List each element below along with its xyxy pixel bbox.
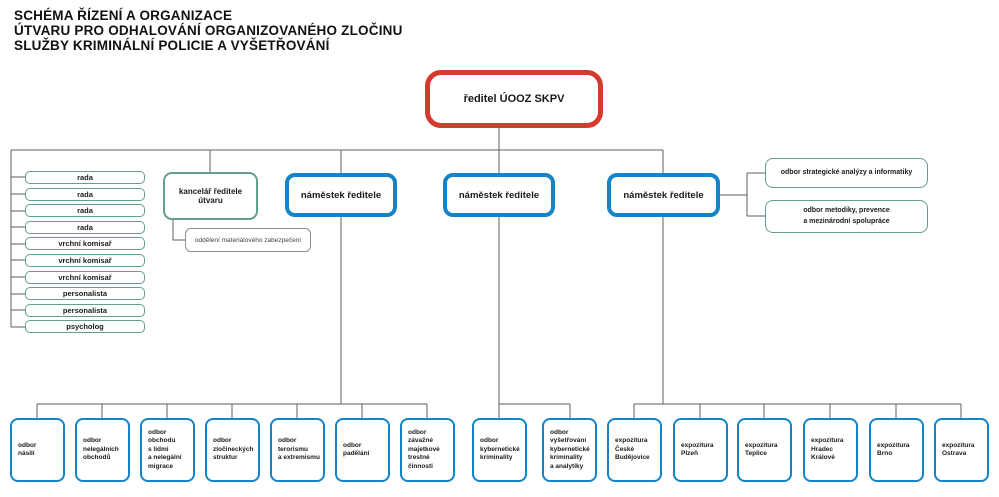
dept-box-kyberneticka-kriminalita: odbor kybernetické kriminality bbox=[472, 418, 527, 482]
page-title: SCHÉMA ŘÍZENÍ A ORGANIZACE ÚTVARU PRO OD… bbox=[14, 8, 403, 53]
deputy-box-2: náměstek ředitele bbox=[443, 173, 555, 217]
dept-box-majetkova-cinnost: odbor závažné majetkové trestné činnosti bbox=[400, 418, 455, 482]
staff-box-komisar-1: vrchní komisař bbox=[25, 237, 145, 251]
office-box: kancelář ředitele útvaru bbox=[163, 172, 258, 220]
dept-box-strategicka-analyza: odbor strategické analýzy a informatiky bbox=[765, 158, 928, 188]
staff-box-personalista-2: personalista bbox=[25, 303, 145, 317]
dept-box-vysetrovani-kyberneticke: odbor vyšetřování kybernetické kriminali… bbox=[542, 418, 597, 482]
expozitura-box-brno: expozitura Brno bbox=[869, 418, 924, 482]
page-title-line: ÚTVARU PRO ODHALOVÁNÍ ORGANIZOVANÉHO ZLO… bbox=[14, 23, 403, 38]
dept-box-obchod-s-lidmi: odbor obchodu s lidmi a nelegální migrac… bbox=[140, 418, 195, 482]
dept-box-metodika-prevence: odbor metodiky, prevence a mezinárodní s… bbox=[765, 200, 928, 233]
connector-line bbox=[172, 220, 185, 241]
dept-box-nasili: odbor násilí bbox=[10, 418, 65, 482]
dept-box-terorismus: odbor terorismu a extremismu bbox=[270, 418, 325, 482]
staff-box-komisar-3: vrchní komisař bbox=[25, 270, 145, 284]
expozitura-box-hradec-kralove: expozitura Hradec Králové bbox=[803, 418, 858, 482]
sub-office-box: oddělení materiálového zabezpečení bbox=[185, 228, 311, 252]
expozitura-box-ostrava: expozitura Ostrava bbox=[934, 418, 989, 482]
dept-box-nelegalni-obchody: odbor nelegálních obchodů bbox=[75, 418, 130, 482]
staff-box-psycholog: psycholog bbox=[25, 320, 145, 334]
staff-box-rada-2: rada bbox=[25, 187, 145, 201]
staff-box-personalista-1: personalista bbox=[25, 287, 145, 301]
page-title-line: SCHÉMA ŘÍZENÍ A ORGANIZACE bbox=[14, 8, 233, 23]
expozitura-box-teplice: expozitura Teplice bbox=[737, 418, 792, 482]
staff-box-rada-4: rada bbox=[25, 220, 145, 234]
dept-box-padelani: odbor padělání bbox=[335, 418, 390, 482]
staff-box-rada-1: rada bbox=[25, 171, 145, 184]
expozitura-box-ceske-budejovice: expozitura České Budějovice bbox=[607, 418, 662, 482]
director-box: ředitel ÚOOZ SKPV bbox=[425, 70, 603, 128]
staff-box-komisar-2: vrchní komisař bbox=[25, 254, 145, 267]
page-title-line: SLUŽBY KRIMINÁLNÍ POLICIE A VYŠETŘOVÁNÍ bbox=[14, 38, 330, 53]
deputy-box-3: náměstek ředitele bbox=[607, 173, 720, 217]
dept-box-zlocinecke-struktury: odbor zločineckých struktur bbox=[205, 418, 260, 482]
staff-box-rada-3: rada bbox=[25, 204, 145, 218]
deputy-box-1: náměstek ředitele bbox=[285, 173, 397, 217]
expozitura-box-plzen: expozitura Plzeň bbox=[673, 418, 728, 482]
